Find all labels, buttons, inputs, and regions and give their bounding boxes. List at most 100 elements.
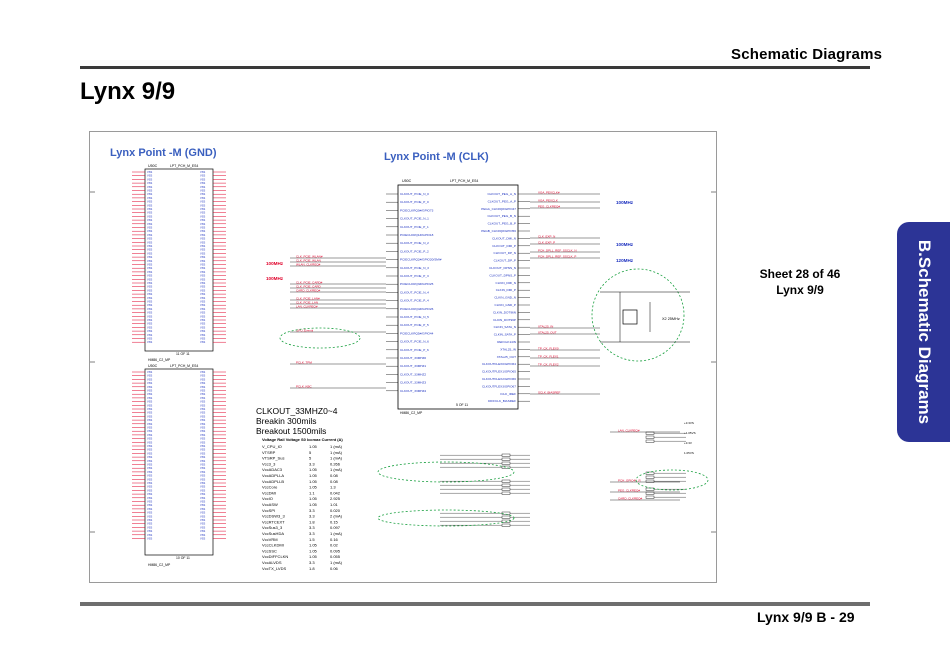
gnd-pin-label: VSS — [200, 496, 205, 500]
rail-name: VccVRM — [262, 537, 278, 542]
gnd-pin-label: VSS — [147, 177, 152, 181]
net-label: TP_CK_FLEX2 — [538, 362, 559, 366]
net-label: CLK_PCIE_LAN# — [296, 296, 320, 300]
gnd-chip-upper-ref: U50C — [148, 164, 158, 168]
rail-name: VTSRP — [262, 450, 276, 455]
gnd-pin-label: VSS — [147, 266, 152, 270]
clk-pin-label: CLKOUT_33MHZ4 — [400, 389, 426, 393]
gnd-pin-label: VSS — [147, 196, 152, 200]
freq-label-right-2: 100MHz — [616, 242, 634, 247]
rail-table-header: Voltage Rail Voltage S0 Iccmax Current (… — [262, 437, 343, 442]
gnd-pin-label: VSS — [200, 400, 205, 404]
gnd-chip-upper-footer: 11 OF 11 — [176, 352, 190, 356]
rail-voltage: 3.3 — [309, 514, 315, 519]
gnd-pin-label: VSS — [147, 437, 152, 441]
gnd-pin-label: VSS — [200, 285, 205, 289]
rail-voltage: 3.3 — [309, 508, 315, 513]
gnd-pin-label: VSS — [147, 303, 152, 307]
freq-label-right-3: 120MHz — [616, 258, 634, 263]
clk-pin-label: CLKOUT_33MHZ1 — [400, 364, 426, 368]
gnd-pin-label: VSS — [147, 448, 152, 452]
clk-pin-label: CLKOUT_PEG_A_P — [488, 199, 516, 203]
gnd-pin-label: VSS — [200, 177, 205, 181]
clk-section-title: Lynx Point -M (CLK) — [384, 151, 489, 163]
clk-pin-label: CLKOUT_PCIE_P_0 — [400, 200, 429, 204]
gnd-pin-label: VSS — [200, 426, 205, 430]
gnd-pin-label: VSS — [147, 170, 152, 174]
net-label: TP_CK_FLEX0 — [538, 346, 559, 350]
rail-current: 2.925 — [330, 496, 341, 501]
clk-rule-3: Breakout 1500mils — [256, 426, 326, 436]
rail-voltage: 1.05 — [309, 467, 318, 472]
net-label: PCLK_KBC — [296, 384, 313, 388]
clk-rule-1: CLKOUT_33MHZ0~4 — [256, 406, 338, 416]
net-label: WLAN_CLKREQ# — [296, 262, 321, 266]
gnd-pin-label: VSS — [200, 340, 205, 344]
clk-pin-label: CLKIN_GND_N — [494, 296, 516, 300]
clk-chip-footer: 5 OF 11 — [456, 403, 468, 407]
gnd-pin-label: VSS — [147, 451, 152, 455]
rail-current: 1 (mA) — [330, 456, 343, 461]
gnd-pin-label: VSS — [147, 277, 152, 281]
rail-current: 0.266 — [330, 461, 341, 466]
gnd-chip-upper-name: HM86_C2_MP — [148, 358, 171, 362]
gnd-pin-label: VSS — [200, 200, 205, 204]
clk-pin-label: PCIECLKRQ5#/GPIO44 — [400, 331, 434, 335]
rail-name: VccRTCEXT — [262, 519, 285, 524]
net-label: PEG_CLKREQ# — [538, 204, 560, 208]
gnd-pin-label: VSS — [147, 270, 152, 274]
rail-name: VccDMI — [262, 490, 276, 495]
clk-pin-label: PCIECLKRQ0#/GPIO73 — [400, 208, 434, 212]
rail-current: 0.055 — [330, 554, 341, 559]
gnd-pin-label: VSS — [200, 459, 205, 463]
rail-name: Vcc3_3 — [262, 461, 276, 466]
gnd-pin-label: VSS — [200, 522, 205, 526]
gnd-pin-label: VSS — [200, 374, 205, 378]
clk-pin-label: CLKIN_GND_P — [495, 303, 517, 307]
gnd-pin-label: VSS — [147, 525, 152, 529]
gnd-pin-label: VSS — [200, 389, 205, 393]
net-label: VGA_PEXCLK# — [538, 190, 560, 194]
section-side-tab[interactable]: B.Schematic Diagrams — [897, 222, 950, 442]
gnd-pin-label: VSS — [200, 418, 205, 422]
net-label: XTAL25_OUT — [538, 330, 557, 334]
clk-pin-label: CLKOUT_PCIE_P_5 — [400, 323, 429, 327]
gnd-pin-label: VSS — [200, 281, 205, 285]
rail-voltage: 1.05 — [309, 543, 318, 548]
gnd-pin-label: VSS — [147, 481, 152, 485]
rail-current: 1.01 — [330, 502, 339, 507]
gnd-pin-label: VSS — [147, 214, 152, 218]
resistor — [645, 491, 655, 495]
gnd-pin-label: VSS — [200, 307, 205, 311]
rail-voltage: 1.05 — [309, 496, 318, 501]
gnd-pin-label: VSS — [147, 211, 152, 215]
gnd-pin-label: VSS — [147, 203, 152, 207]
rail-name: VccADPLLB — [262, 479, 284, 484]
resistor — [501, 479, 511, 483]
net-label: CLK_PCIE_LAN — [296, 300, 318, 304]
resistor — [645, 495, 655, 499]
gnd-pin-label: VSS — [200, 514, 205, 518]
gnd-pin-label: VSS — [147, 192, 152, 196]
rail-voltage: 3.3 — [309, 461, 315, 466]
rail-voltage: 1.1 — [309, 490, 315, 495]
gnd-pin-label: VSS — [147, 248, 152, 252]
rail-voltage: 1.05 — [309, 479, 318, 484]
gnd-pin-label: VSS — [200, 214, 205, 218]
gnd-pin-label: VSS — [200, 448, 205, 452]
clk-pin-label: CLKOUT_PCIE_N_5 — [400, 315, 429, 319]
gnd-pin-label: VSS — [147, 389, 152, 393]
gnd-pin-label: VSS — [200, 440, 205, 444]
gnd-pin-label: VSS — [200, 370, 205, 374]
gnd-pin-label: VSS — [147, 288, 152, 292]
clk-pin-label: CLKOUT_PCIE_N_0 — [400, 192, 429, 196]
net-label: CARD_CLKREQ# — [296, 288, 321, 292]
gnd-pin-label: VSS — [147, 507, 152, 511]
gnd-pin-label: VSS — [147, 174, 152, 178]
clk-pin-label: CLKOUT_PCIE_N_3 — [400, 266, 429, 270]
gnd-pin-label: VSS — [200, 337, 205, 341]
gnd-pin-label: VSS — [147, 251, 152, 255]
